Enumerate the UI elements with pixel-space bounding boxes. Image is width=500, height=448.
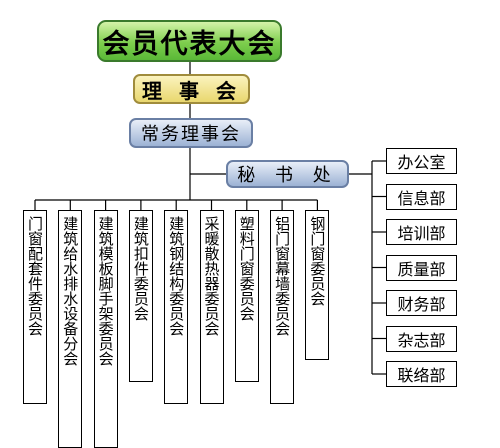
department-box: 财务部	[386, 290, 457, 316]
council-label: 理 事 会	[142, 78, 241, 103]
department-label: 联络部	[397, 366, 446, 385]
committee-label: 采暖散热器委员会	[202, 216, 221, 336]
department-label: 质量部	[397, 259, 446, 279]
committee-box: 建筑模板脚手架委员会	[93, 210, 118, 448]
department-box: 信息部	[386, 183, 457, 210]
department-label: 财务部	[397, 295, 446, 314]
committee-label: 门窗配套件委员会	[26, 216, 44, 336]
department-box: 质量部	[386, 254, 457, 281]
department-box: 杂志部	[386, 325, 457, 352]
committee-box: 门窗配套件委员会	[23, 210, 47, 404]
committee-box: 建筑给水排水设备分会	[58, 210, 83, 448]
assembly-label: 会员代表大会	[102, 28, 277, 60]
committee-label: 建筑钢结构委员会	[167, 216, 186, 336]
department-label: 杂志部	[397, 330, 446, 350]
committee-box: 采暖散热器委员会	[199, 210, 224, 404]
council-box: 理 事 会	[133, 74, 250, 104]
department-box: 办公室	[386, 148, 457, 174]
standing-council-box: 常务理事会	[129, 118, 253, 148]
standing-council-label: 常务理事会	[141, 124, 241, 145]
committee-label: 钢门窗委员会	[308, 216, 327, 306]
committee-box: 建筑扣件委员会	[128, 210, 153, 382]
department-box: 培训部	[386, 219, 457, 245]
committee-box: 建筑钢结构委员会	[164, 210, 189, 404]
committee-label: 建筑模板脚手架委员会	[96, 216, 115, 366]
committee-box: 塑料门窗委员会	[234, 210, 259, 382]
department-label: 培训部	[397, 224, 446, 243]
committee-box: 钢门窗委员会	[305, 210, 330, 360]
committee-label: 建筑扣件委员会	[131, 216, 150, 321]
committee-label: 建筑给水排水设备分会	[61, 216, 80, 366]
committee-label: 铝门窗幕墙委员会	[273, 216, 292, 336]
committee-box: 铝门窗幕墙委员会	[270, 210, 295, 404]
secretariat-label: 秘 书 处	[237, 165, 338, 186]
department-box: 联络部	[386, 361, 457, 387]
secretariat-box: 秘 书 处	[226, 160, 349, 188]
department-label: 信息部	[397, 188, 446, 208]
department-label: 办公室	[397, 153, 446, 172]
committee-label: 塑料门窗委员会	[237, 216, 256, 321]
assembly-box: 会员代表大会	[97, 20, 282, 62]
